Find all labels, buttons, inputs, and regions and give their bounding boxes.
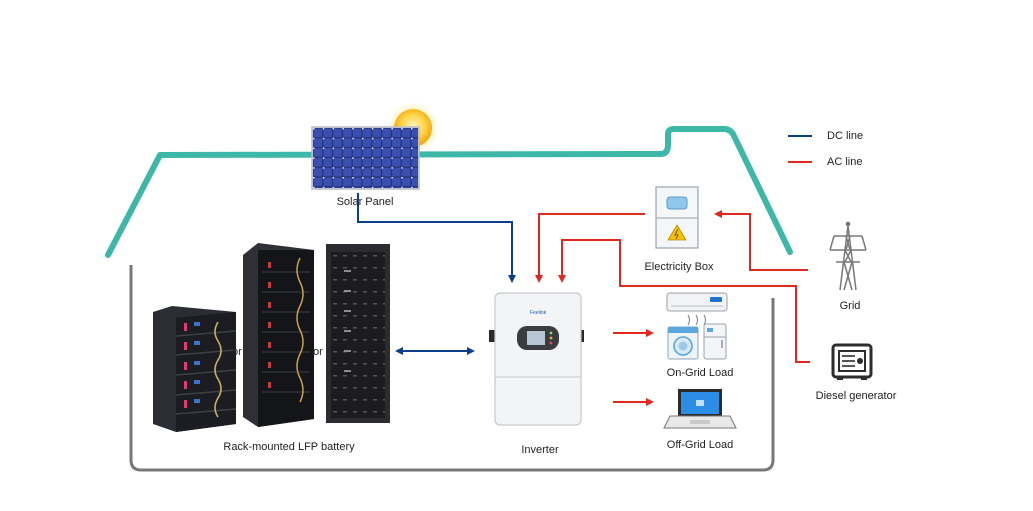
battery-rack-icon [153,306,237,432]
ac-line-grid-to-box [714,210,808,271]
grid-label: Grid [839,300,861,312]
on-grid-load-label: On-Grid Load [666,367,734,379]
dc-line-solar-to-inverter [357,193,516,283]
battery-rack-icon [326,244,390,423]
or-separator-1: or [232,346,242,358]
legend-ac-label: AC line [827,156,863,168]
generator-icon [831,343,873,380]
air-conditioner-icon [666,292,728,326]
inverter-label: Inverter [521,444,559,456]
refrigerator-icon [703,323,727,360]
or-separator-2: or [313,346,323,358]
ac-line-box-to-inverter-b [558,239,621,283]
legend-dc-label: DC line [827,130,864,142]
ac-line-generator-to-box [619,270,810,363]
laptop-icon [663,389,737,429]
floor-frame [129,265,775,472]
house-outline [105,126,793,258]
solar-panel-icon [311,126,420,190]
electricity-box-icon [655,186,699,249]
transmission-tower-icon [829,221,867,291]
solar-panel-label: Solar Panel [336,196,394,208]
svg-text:Feelink: Feelink [530,310,547,316]
inverter-icon: Feelink [489,292,584,426]
ac-line-box-to-inverter-a [535,213,645,283]
battery-rack-icon [243,243,314,427]
battery-label: Rack-mounted LFP battery [223,441,355,453]
lightning-warning-icon [667,224,687,241]
off-grid-load-label: Off-Grid Load [666,439,734,451]
electricity-box-label: Electricity Box [644,261,714,273]
diesel-generator-label: Diesel generator [815,390,897,402]
washing-machine-icon [667,326,699,360]
